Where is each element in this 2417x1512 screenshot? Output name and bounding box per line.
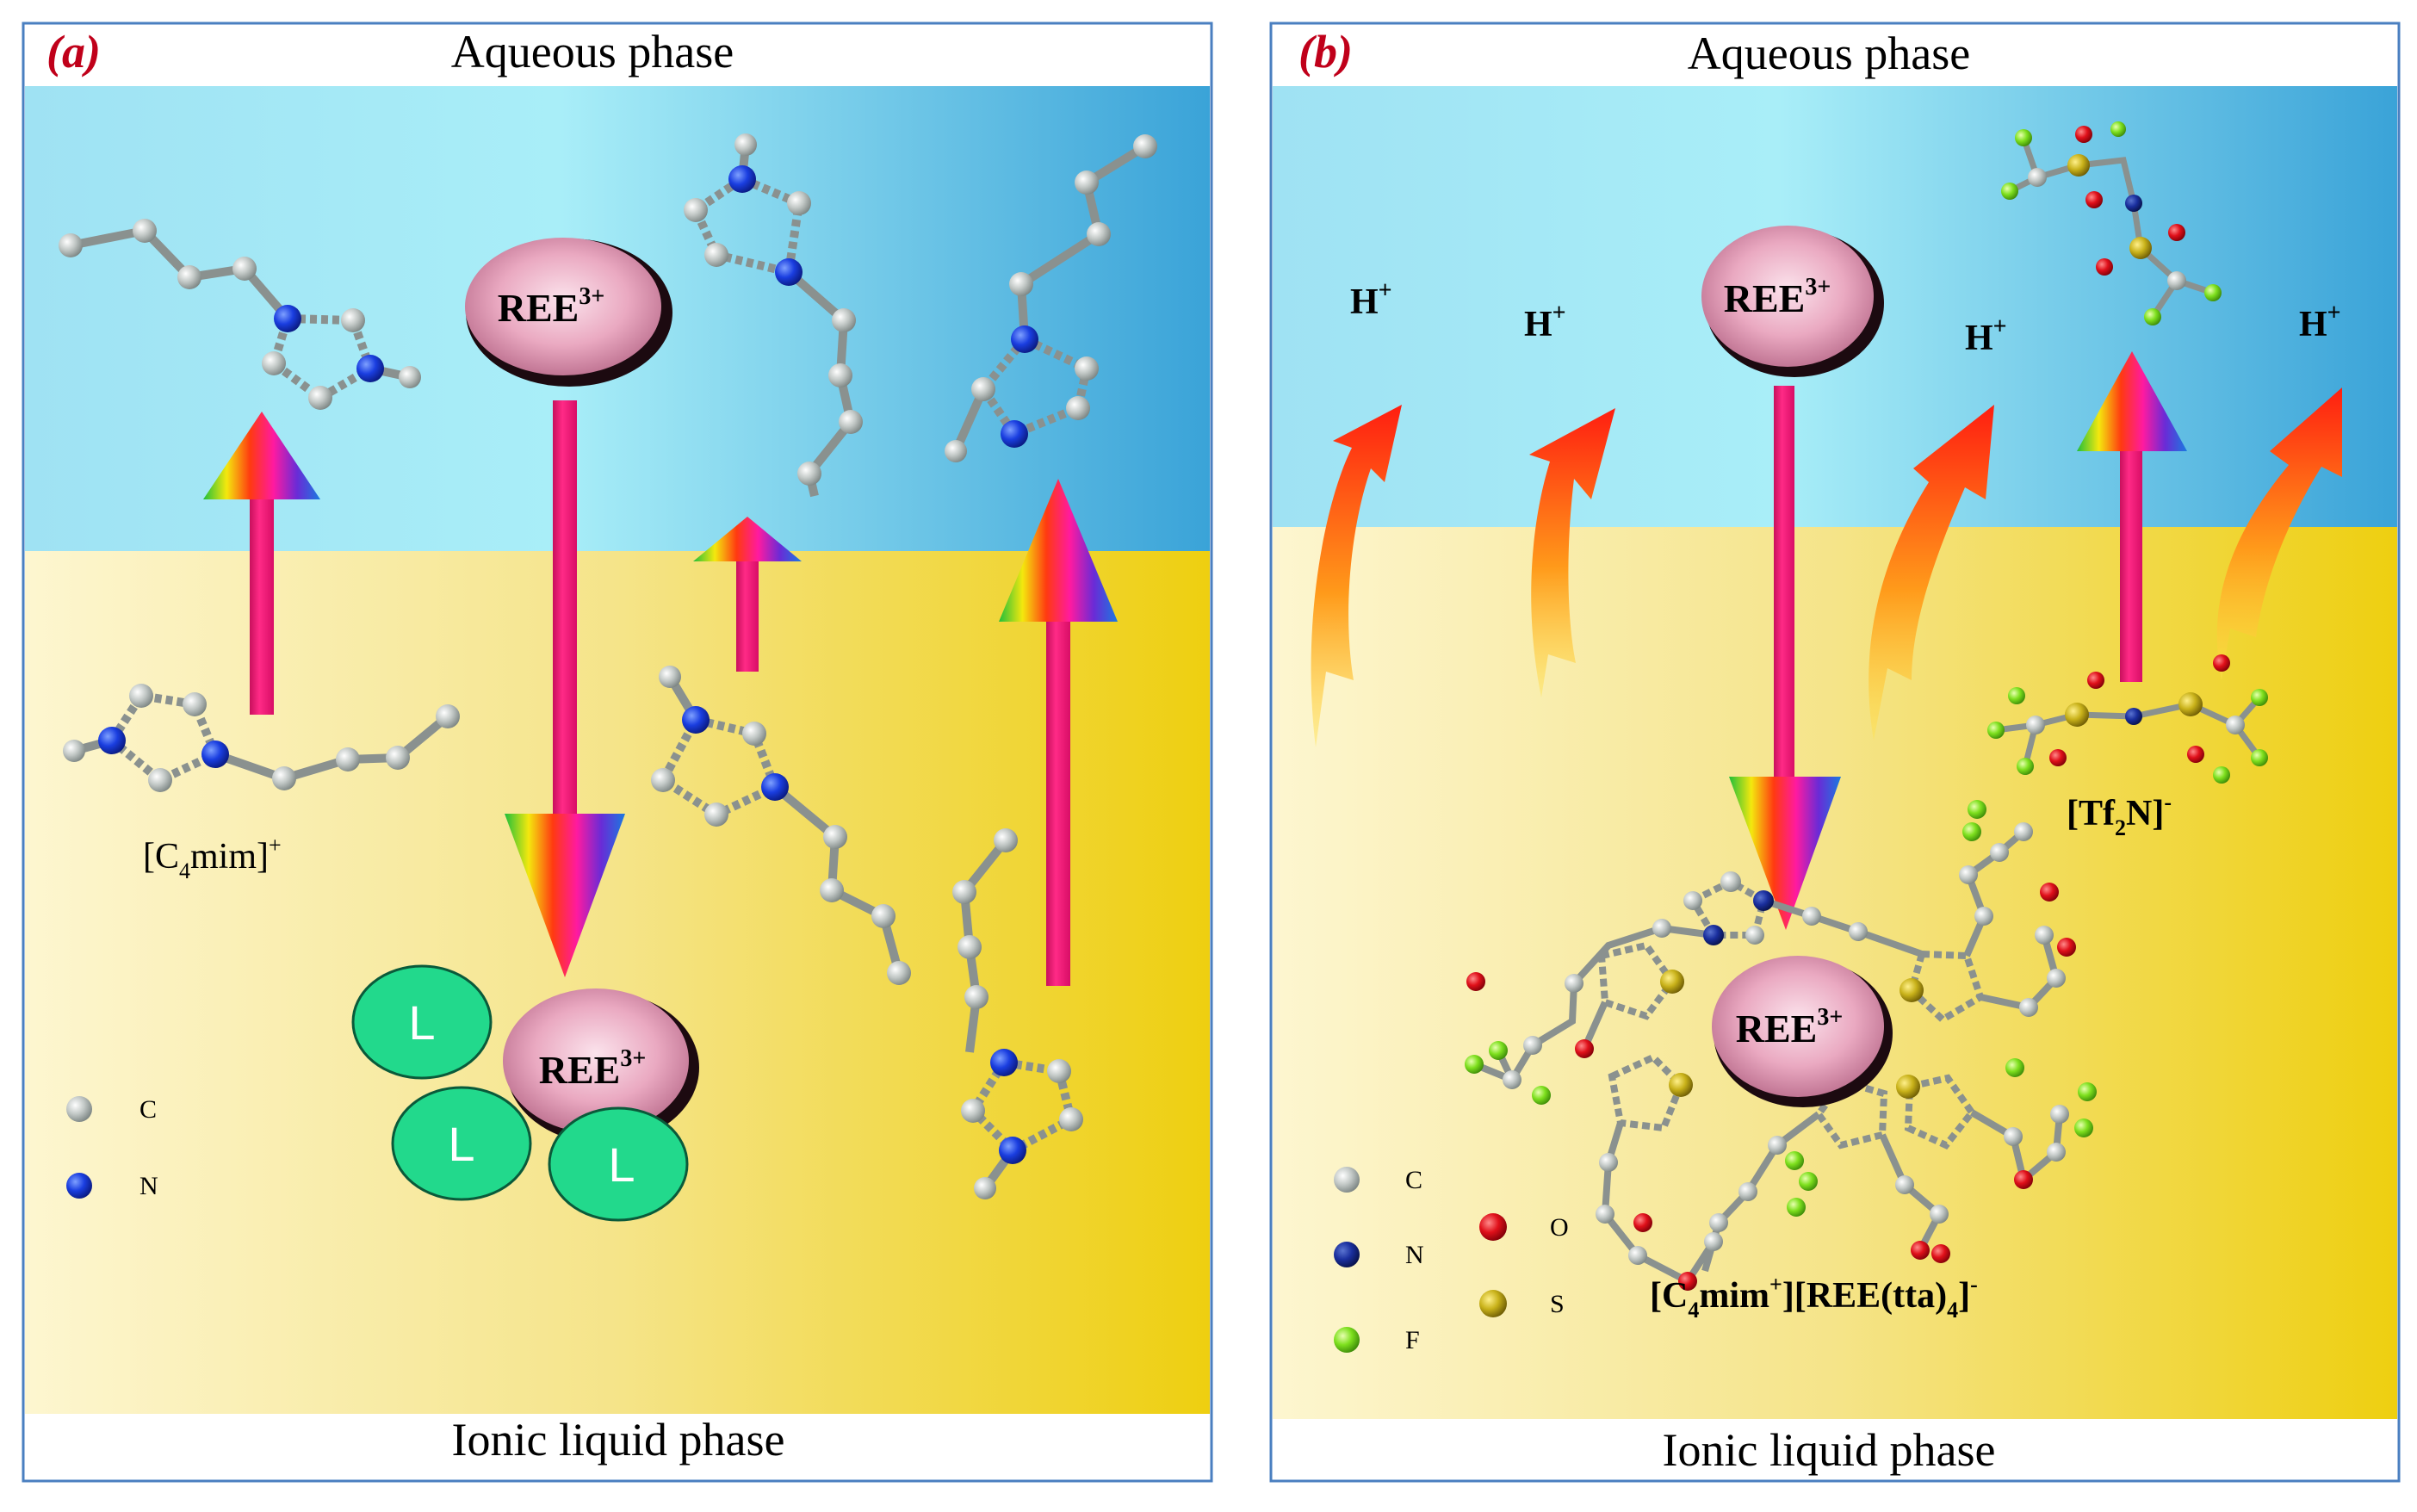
panel-b-anion-label: [Tf2N]-: [2067, 790, 2172, 840]
panel-a: (a) Aqueous phase Ionic liquid phase REE…: [22, 22, 1213, 1483]
legend-b-nitrogen-label: N: [1405, 1241, 1424, 1269]
panel-a-c4mim-atoms-5: [651, 666, 911, 985]
legend-b-fluorine-symbol: [1334, 1327, 1360, 1353]
panel-b-anion-arrow: [2077, 351, 2187, 682]
legend-nitrogen-label: N: [139, 1172, 158, 1200]
ligand-3: [548, 1106, 689, 1222]
svg-text:REE3+: REE3+: [1724, 274, 1831, 320]
panel-a-label: (a): [46, 26, 101, 77]
panel-a-ree-ligand-complex: L L L REE3+: [351, 964, 699, 1222]
ligand-3-label: L: [608, 1137, 635, 1192]
panel-b-label: (b): [1298, 26, 1353, 77]
legend-carbon-symbol: [66, 1096, 92, 1122]
panel-b-ionic-phase-label: Ionic liquid phase: [1663, 1424, 1996, 1476]
legend-b-sulfur-symbol: [1479, 1290, 1507, 1317]
panel-a-ionic-region: [25, 551, 1210, 1414]
proton-label-1: H+: [1350, 277, 1392, 322]
panel-a-cation-arrow-left: [203, 412, 320, 715]
proton-label-4: H+: [2299, 300, 2341, 344]
legend-b-sulfur-label: S: [1550, 1290, 1565, 1318]
legend-carbon-label: C: [139, 1095, 157, 1124]
panel-b-complex-label: [C4mim+][REE(tta)4]-: [1650, 1272, 1978, 1323]
svg-text:REE3+: REE3+: [498, 283, 605, 330]
legend-b-carbon-symbol: [1334, 1167, 1360, 1193]
panel-b-legend: C N F O S: [1334, 1166, 1569, 1354]
panel-b-ree-complex-core: REE3+: [1712, 956, 1893, 1107]
legend-b-oxygen-label: O: [1550, 1213, 1569, 1242]
panel-a-c4mim-atoms-3: [684, 133, 863, 486]
panel-b-aqueous-phase-label: Aqueous phase: [1688, 28, 1970, 79]
legend-b-oxygen-symbol: [1479, 1213, 1507, 1241]
panel-b: (b) Aqueous phase Ionic liquid phase REE…: [1269, 22, 2401, 1483]
proton-label-3: H+: [1965, 313, 2007, 358]
panel-b-ree-ion-aqueous: REE3+: [1701, 226, 1884, 377]
panel-a-cation-label: [C4mim]+: [143, 833, 282, 883]
ligand-1-label: L: [408, 995, 435, 1050]
panel-a-c4mim-atoms-4: [945, 134, 1157, 462]
panel-b-ree-transfer-arrow: [1729, 386, 1841, 930]
ligand-2: [391, 1086, 532, 1201]
panel-a-aqueous-phase-label: Aqueous phase: [451, 26, 734, 77]
panel-a-c4mim-atoms-6: [952, 828, 1083, 1199]
panel-b-complex-atoms: [1465, 800, 2097, 1291]
panel-a-cation-arrow-mid: [693, 517, 802, 672]
ree-ion-text: REE: [498, 286, 579, 330]
panel-a-c4mim-atoms-2: [63, 684, 460, 792]
panel-b-proton-arrow-3: [1869, 405, 1994, 741]
proton-label-2: H+: [1524, 300, 1566, 344]
panel-a-legend: C N: [66, 1095, 158, 1200]
panel-b-tf2n-atoms-aqueous: [2001, 121, 2222, 325]
panel-a-c4mim-atoms-1: [59, 219, 421, 410]
panel-a-ionic-phase-label: Ionic liquid phase: [452, 1414, 785, 1466]
svg-text:REE3+: REE3+: [1736, 1004, 1844, 1050]
panel-a-cation-arrow-right: [999, 479, 1118, 986]
legend-b-carbon-label: C: [1405, 1166, 1422, 1194]
panel-b-proton-arrow-4: [2216, 387, 2342, 680]
ligand-1: [351, 964, 493, 1080]
ligand-2-label: L: [448, 1117, 474, 1171]
panel-a-ree-transfer-arrow: [505, 400, 625, 977]
ree-ion-charge: 3+: [579, 283, 604, 310]
panel-a-ree-ion-aqueous: REE3+: [465, 238, 672, 387]
panel-b-proton-arrow-2: [1529, 408, 1615, 697]
legend-b-nitrogen-symbol: [1334, 1242, 1360, 1267]
panel-b-proton-arrow-1: [1311, 405, 1402, 747]
legend-nitrogen-symbol: [66, 1173, 92, 1199]
panel-a-complex-ree-text: REE3+: [539, 1045, 647, 1092]
panel-b-tf2n-atoms-ionic: [1987, 654, 2268, 784]
legend-b-fluorine-label: F: [1405, 1326, 1420, 1354]
